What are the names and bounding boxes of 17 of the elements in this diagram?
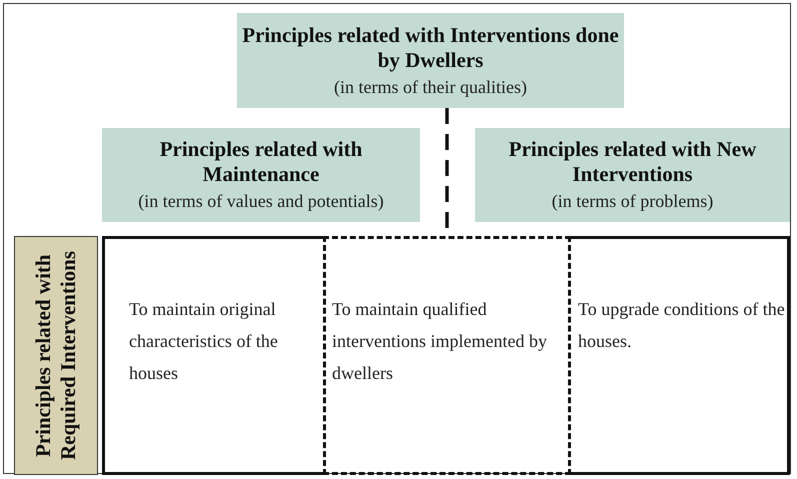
heading-text: Principles related with Interventions done by Dwellers [241,22,620,72]
principle-text: To maintain original characteristics of the houses [129,298,279,385]
principle-box [570,236,790,475]
heading-box [237,13,624,108]
principle-text: To maintain qualified interventions implemented by dwellers [332,298,548,385]
heading-box [102,128,420,222]
principle-box [323,236,571,475]
vertical-heading-text: Principles related with Required Interventions [31,250,81,462]
principle-box [102,236,324,475]
subheading-text: (in terms of their qualities) [334,76,527,98]
subheading-text: (in terms of problems) [552,190,714,213]
heading-text: Principles related with Maintenance [158,137,364,187]
principle-text: To upgrade conditions of the houses. [578,298,786,353]
subheading-text: (in terms of values and potentials) [138,190,384,213]
side-heading-box [14,236,98,475]
heading-box [475,128,790,222]
heading-text: Principles related with New Interventions [508,137,758,187]
